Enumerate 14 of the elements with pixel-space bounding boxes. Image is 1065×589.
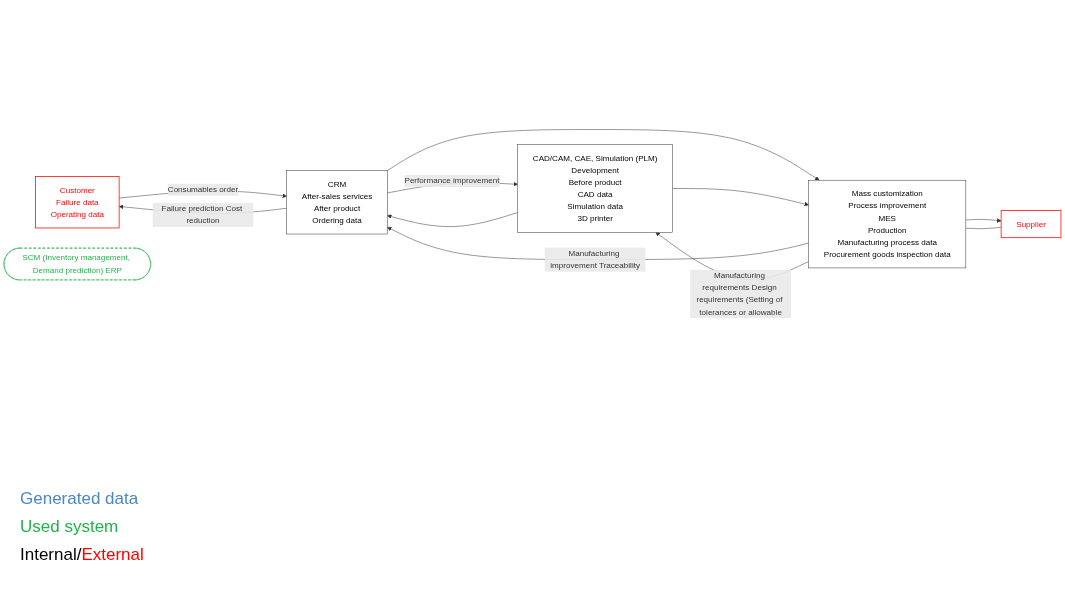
node-box: Mass customization Process improvement MES Production Manufacturing process data Procurement goods inspection data bbox=[808, 179, 967, 269]
node-box: Customer Failure data Operating data bbox=[35, 176, 120, 229]
edge-label: Manufacturing improvement Traceability bbox=[550, 249, 640, 270]
node-box: CRM After-sales services After product Ordering data bbox=[286, 170, 388, 235]
edge-label: Consumables order bbox=[167, 185, 239, 194]
edge-label: Failure prediction Cost reduction bbox=[161, 204, 243, 225]
node-box: CAD/CAM, CAE, Simulation (PLM) Development Before product CAD data Simulation data 3D printer bbox=[517, 144, 673, 233]
legend-entry: Internal/ bbox=[20, 545, 82, 564]
edge-label: Manufacturing requirements Design requirements (Setting of tolerances or allowable bbox=[696, 271, 783, 317]
legend-entry: Used system bbox=[20, 517, 119, 536]
node-box: Supplier bbox=[1000, 210, 1062, 239]
legend-entry: External bbox=[81, 545, 144, 564]
edge-label: Performance improvement bbox=[404, 176, 500, 185]
legend-entry: Generated data bbox=[20, 489, 139, 508]
